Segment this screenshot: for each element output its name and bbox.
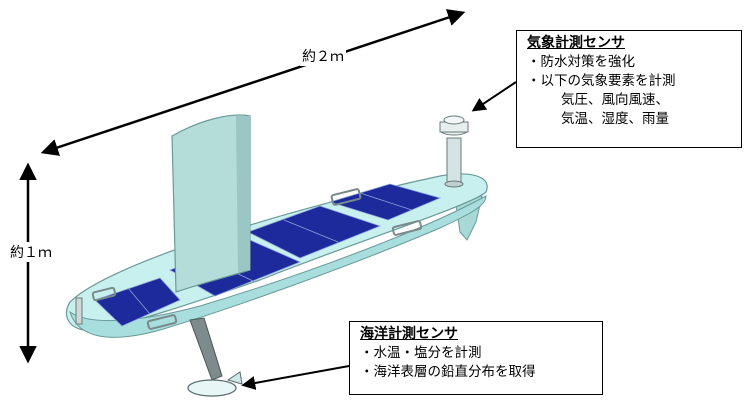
handle xyxy=(330,188,362,206)
weather-bullet-measure: ・以下の気象要素を計測 xyxy=(527,73,676,89)
sail-edge xyxy=(236,116,250,272)
weather-bullet-waterproof: ・防水対策を強化 xyxy=(527,54,635,70)
ocean-sensor-callout: 海洋計測センサ ・水温・塩分を計測 ・海洋表層の鉛直分布を取得 xyxy=(349,321,603,395)
height-dimension-label: 約１ｍ xyxy=(8,242,54,262)
front-mast xyxy=(75,297,83,325)
ocean-sensor-fin xyxy=(226,371,243,385)
handle xyxy=(146,314,178,330)
sensor-strut xyxy=(189,317,223,381)
weather-detail-line2: 気温、湿度、雨量 xyxy=(561,111,669,127)
weather-detail-line1: 気圧、風向風速、 xyxy=(561,92,669,108)
weather-sensor-cap xyxy=(443,115,465,125)
handle xyxy=(91,286,117,302)
ocean-bullet-vertical-profile: ・海洋表層の鉛直分布を取得 xyxy=(360,364,536,380)
ocean-sensor-pod xyxy=(187,379,237,397)
ocean-bullet-temperature: ・水温・塩分を計測 xyxy=(360,345,482,361)
hull-side xyxy=(69,195,487,338)
solar-panels xyxy=(94,183,442,327)
weather-sensor-base xyxy=(444,180,464,188)
length-dimension-label: 約２ｍ xyxy=(300,46,346,66)
length-dimension-arrow xyxy=(40,9,466,156)
ocean-sensor-title: 海洋計測センサ xyxy=(360,326,458,342)
solar-panel-front xyxy=(94,277,181,327)
weather-sensor-callout: 気象計測センサ ・防水対策を強化 ・以下の気象要素を計測 気圧、風向風速、 気温… xyxy=(516,30,742,148)
weather-callout-arrow xyxy=(471,81,517,112)
weather-sensor-mast xyxy=(446,137,462,185)
handle xyxy=(391,220,423,236)
solar-panel-rear xyxy=(328,183,442,221)
ocean-callout-arrow xyxy=(241,365,350,390)
weather-sensor-title: 気象計測センサ xyxy=(527,35,625,51)
